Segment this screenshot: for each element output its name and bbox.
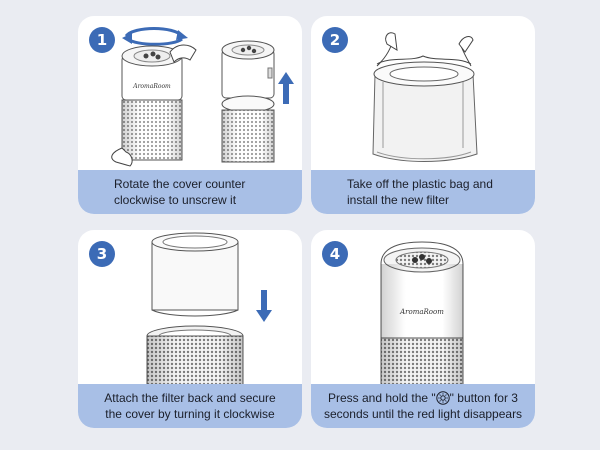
purifier-base — [146, 325, 244, 388]
step-number-badge: 3 — [89, 241, 115, 267]
purifier-left: AromaRoom — [121, 45, 183, 161]
step-2-caption: Take off the plastic bag and install the… — [311, 170, 535, 214]
step-4-illustration: AromaRoom — [380, 241, 464, 388]
caption-line-1-post: " button for 3 — [449, 391, 518, 405]
step-3-card: 3 Attach the filter back and secure the … — [78, 230, 302, 428]
hand-illustration — [385, 32, 474, 53]
caption-line-2: install the new filter — [347, 193, 450, 207]
purifier-right — [221, 40, 275, 163]
rotate-arrow-icon — [122, 27, 188, 46]
caption-line-1: Take off the plastic bag and — [347, 177, 493, 191]
step-number-badge: 2 — [322, 27, 348, 53]
caption-line-2: the cover by turning it clockwise — [105, 407, 275, 421]
down-arrow-icon — [256, 290, 272, 322]
brand-logo: AromaRoom — [399, 308, 444, 316]
step-4-card: AromaRoom 4 Press and hold the " " butto… — [311, 230, 535, 428]
step-1-illustration: AromaRoom — [111, 27, 294, 167]
step-4-caption: Press and hold the " " button for 3 seco… — [311, 384, 535, 428]
step-3-illustration — [146, 232, 272, 388]
step-2-illustration — [372, 32, 478, 162]
caption-line-1: Rotate the cover counter — [114, 177, 246, 191]
step-number-badge: 1 — [89, 27, 115, 53]
brand-logo: AromaRoom — [132, 83, 171, 90]
caption-line-1: Press and hold the " " button for 3 — [328, 390, 518, 406]
new-filter — [151, 232, 239, 317]
caption-line-1-pre: Press and hold the " — [328, 391, 436, 405]
caption-line-2: seconds until the red light disappears — [323, 407, 523, 421]
caption-line-1: Attach the filter back and secure — [104, 391, 276, 405]
filter-in-bag — [372, 61, 478, 162]
caption-line-2: clockwise to unscrew it — [114, 193, 237, 207]
step-number-badge: 4 — [322, 241, 348, 267]
step-3-caption: Attach the filter back and secure the co… — [78, 384, 302, 428]
hand-illustration — [111, 44, 197, 167]
light-button-icon — [435, 391, 450, 405]
assembled-purifier: AromaRoom — [380, 241, 464, 388]
step-1-card: AromaRoom 1 Rotate the cover counter clo… — [78, 16, 302, 214]
step-1-caption: Rotate the cover counter clockwise to un… — [78, 170, 302, 214]
step-2-card: 2 Take off the plastic bag and install t… — [311, 16, 535, 214]
up-arrow-icon — [278, 72, 294, 104]
